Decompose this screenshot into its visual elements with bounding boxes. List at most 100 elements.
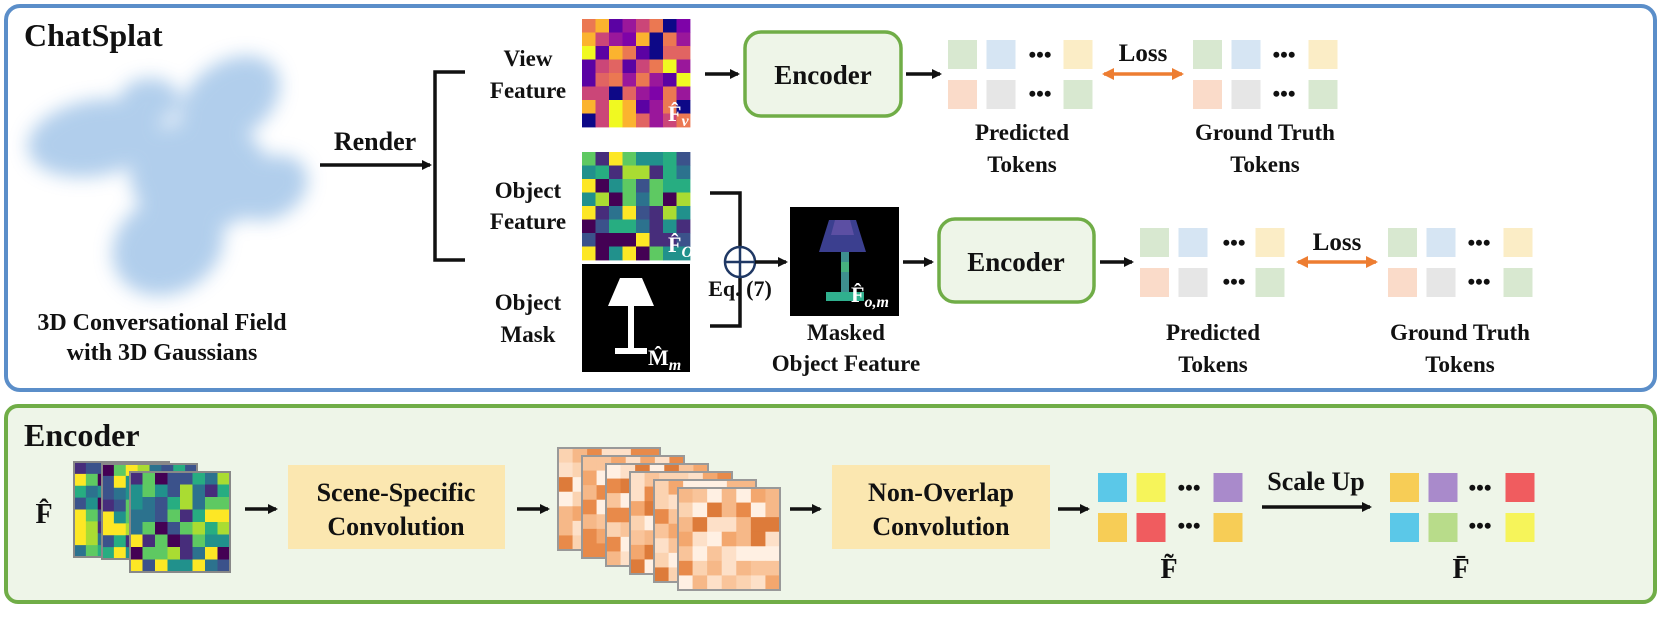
object-mask-symbol: M̂m xyxy=(648,345,681,374)
input-stack-cell xyxy=(85,533,99,546)
token-ellipsis: ••• xyxy=(1468,513,1491,538)
intermediate-stack-cell xyxy=(707,531,723,547)
intermediate-stack-cell xyxy=(736,502,752,518)
input-stack-cell xyxy=(180,509,193,523)
token-square xyxy=(1098,473,1127,502)
token-ellipsis: ••• xyxy=(1222,269,1245,294)
view-feature-cell xyxy=(649,19,664,33)
tilde-feature-symbol: F̃ xyxy=(1160,554,1177,585)
object-feature-cell xyxy=(622,152,637,166)
intermediate-stack-cell xyxy=(750,546,766,562)
token-square xyxy=(1426,268,1456,297)
view-feature-cell xyxy=(663,59,677,74)
input-stack-cell xyxy=(85,509,99,522)
bottom-panel-title: Encoder xyxy=(24,417,140,453)
intermediate-stack-cell xyxy=(707,560,723,576)
intermediate-stack-cell xyxy=(678,531,693,547)
object-feature-cell xyxy=(636,233,650,247)
input-stack-cell xyxy=(74,521,87,534)
intermediate-stack-cell xyxy=(558,448,573,463)
object-feature-cell xyxy=(622,206,637,220)
object-feature-cell xyxy=(582,233,596,247)
view-feature-cell xyxy=(595,19,610,33)
object-feature-cell xyxy=(676,152,691,166)
object-feature-cell xyxy=(663,206,677,220)
view-feature-cell xyxy=(649,113,664,128)
input-feature-stack xyxy=(73,461,231,573)
intermediate-stack-cell xyxy=(678,560,693,576)
intermediate-stack-cell xyxy=(606,464,621,479)
view-feature-cell xyxy=(582,73,596,87)
gaussian-caption-line1: 3D Conversational Field xyxy=(37,310,287,336)
input-stack-cell xyxy=(155,497,168,510)
intermediate-stack-cell xyxy=(630,515,645,531)
intermediate-stack-cell xyxy=(692,560,708,576)
intermediate-stack-cell xyxy=(721,531,737,547)
input-stack-cell xyxy=(102,499,115,512)
intermediate-stack-cell xyxy=(707,488,723,503)
input-stack-cell xyxy=(85,462,99,475)
input-stack-cell xyxy=(74,533,87,546)
intermediate-stack-cell xyxy=(736,488,752,503)
intermediate-stack-cell xyxy=(630,544,645,560)
view-feature-cell xyxy=(595,86,610,101)
object-feature-cell xyxy=(595,192,610,207)
intermediate-stack-cell xyxy=(750,560,766,576)
input-stack-cell xyxy=(102,547,115,560)
input-stack-cell xyxy=(180,484,193,498)
object-feature-cell xyxy=(649,233,664,247)
intermediate-stack-cell xyxy=(707,502,723,518)
object-feature-cell xyxy=(609,219,623,234)
object-mask-label-1: Object xyxy=(495,290,562,315)
input-stack-cell xyxy=(167,472,181,485)
input-stack-cell xyxy=(142,484,156,498)
intermediate-stack-cell xyxy=(721,546,737,562)
view-feature-cell xyxy=(663,100,677,114)
view-feature-map xyxy=(582,19,691,128)
object-feature-cell xyxy=(676,233,691,247)
input-stack-cell xyxy=(180,472,193,485)
tilde-tokens xyxy=(1098,473,1243,542)
ground-truth-tokens-label-2: Tokens xyxy=(1230,152,1300,177)
intermediate-stack-cell xyxy=(582,514,597,530)
input-stack-cell xyxy=(113,487,127,501)
input-stack-cell xyxy=(192,522,206,535)
token-ellipsis: ••• xyxy=(1467,230,1490,255)
view-feature-cell xyxy=(609,73,623,87)
object-feature-cell xyxy=(676,219,691,234)
view-feature-cell xyxy=(649,86,664,101)
token-square xyxy=(1255,268,1285,297)
view-feature-cell xyxy=(582,113,596,128)
intermediate-stack-cell xyxy=(692,546,708,562)
bottom-panel xyxy=(4,404,1657,604)
encoder-box-top xyxy=(743,30,903,118)
token-square xyxy=(1428,513,1458,542)
intermediate-stack-cell xyxy=(582,470,597,486)
input-stack-cell xyxy=(155,534,168,548)
predicted-tokens-label-mid-2: Tokens xyxy=(1178,352,1248,377)
input-stack-cell xyxy=(142,497,156,510)
intermediate-stack-cell xyxy=(707,517,723,533)
ground-truth-tokens-label-1: Ground Truth xyxy=(1195,120,1335,145)
view-feature-cell xyxy=(676,86,691,101)
view-feature-cell xyxy=(622,59,637,74)
token-square xyxy=(1140,268,1169,297)
view-feature-cell xyxy=(676,73,691,87)
intermediate-stack-cell xyxy=(692,502,708,518)
view-feature-cell xyxy=(622,113,637,128)
view-feature-cell xyxy=(622,46,637,60)
object-feature-cell xyxy=(582,152,596,166)
view-feature-cell xyxy=(663,73,677,87)
input-stack-cell xyxy=(74,545,87,558)
predicted-tokens-label-mid-1: Predicted xyxy=(1166,320,1260,345)
object-feature-label-1: Object xyxy=(495,178,562,203)
token-square xyxy=(1063,40,1093,69)
intermediate-stack-cell xyxy=(750,517,766,533)
loss-label-middle: Loss xyxy=(1313,229,1362,256)
view-feature-cell xyxy=(622,86,637,101)
view-feature-symbol: F̂v xyxy=(668,101,689,130)
object-feature-label-2: Feature xyxy=(490,209,566,234)
view-feature-cell xyxy=(636,113,650,128)
token-square xyxy=(1178,268,1208,297)
view-feature-cell xyxy=(676,46,691,60)
